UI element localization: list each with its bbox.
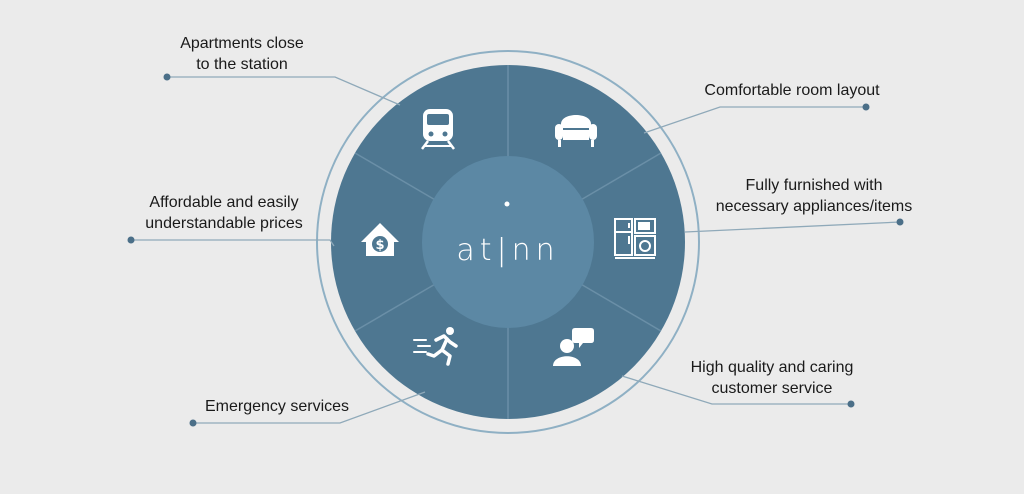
customer-service-icon [553,328,594,366]
house-price-icon: $ [361,223,399,256]
center-circle [422,156,594,328]
feature-label-room-layout: Comfortable room layout [704,82,880,99]
logo-dot [504,201,510,207]
feature-label-emergency: Emergency services [204,398,350,415]
train-icon [421,109,455,150]
running-person-icon [413,327,458,366]
outer-ring [316,50,700,434]
armchair-icon [555,115,597,147]
connector-dots [127,73,904,427]
feature-label-customer-service: High quality and caring customer service [690,359,854,397]
segment-dividers [354,65,662,419]
logo-text: at|nn [456,233,559,268]
feature-label-prices: Affordable and easily understandable pri… [145,194,303,232]
appliances-icon [614,218,656,259]
connector-lines [131,76,901,424]
feature-label-station: Apartments close to the station [180,35,304,73]
svg-text:$: $ [375,238,384,253]
feature-label-furnished: Fully furnished with necessary appliance… [715,177,913,215]
